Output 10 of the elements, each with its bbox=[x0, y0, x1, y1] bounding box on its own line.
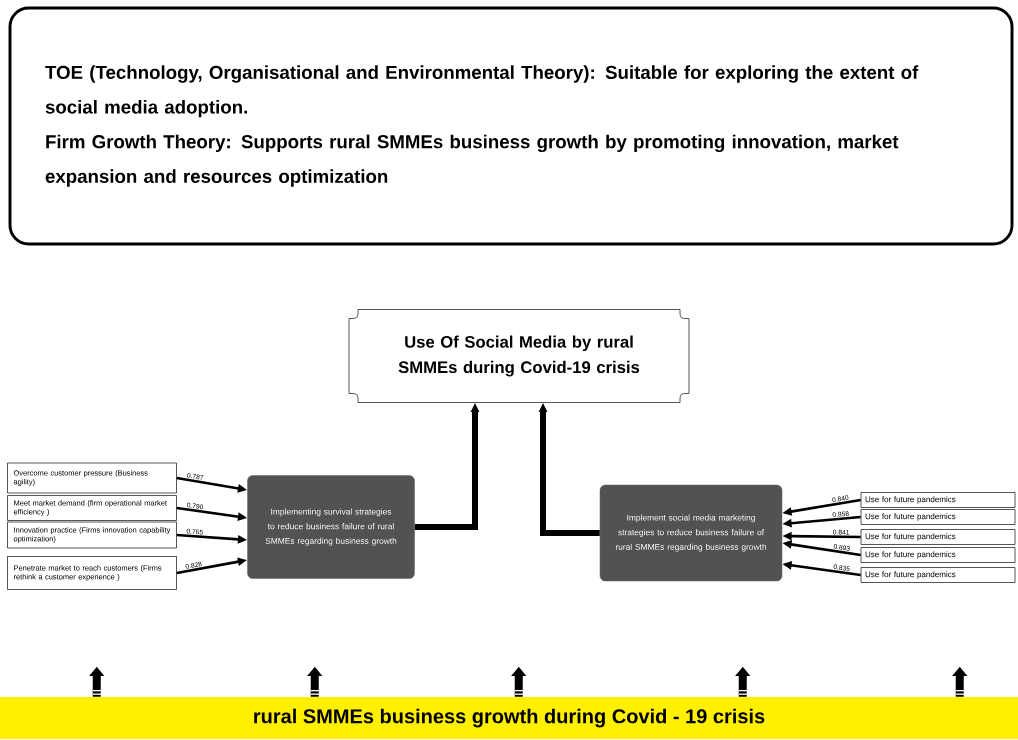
strategy-box: Implementing survival strategies to reduce business failure of rural SMMEs regarding business growth bbox=[247, 475, 415, 579]
factor-box: Use for future pandemics bbox=[860, 509, 1016, 525]
factor-box: Use for future pandemics bbox=[860, 529, 1016, 545]
strategy-box: Implement social media marketing strategies to reduce business failure of rural SMMEs regarding business growth bbox=[599, 484, 783, 582]
scroll-box: Use Of Social Media by rural SMMEs during Covid-19 crisis bbox=[348, 309, 690, 403]
theory-box: TOE (Technology, Organisational and Environmental Theory): Suitable for exploring the extent of social media adoption. Firm Growth Theory: Supports rural SMMEs business growth by promoting innovation, market expansion and resources optimization bbox=[8, 6, 1014, 246]
factor-box: Use for future pandemics bbox=[860, 547, 1016, 563]
factor-box: Use for future pandemics bbox=[860, 492, 1016, 508]
factor-box: Use for future pandemics bbox=[860, 567, 1016, 583]
growth-banner: rural SMMEs business growth during Covid - 19 crisis bbox=[0, 697, 1018, 739]
